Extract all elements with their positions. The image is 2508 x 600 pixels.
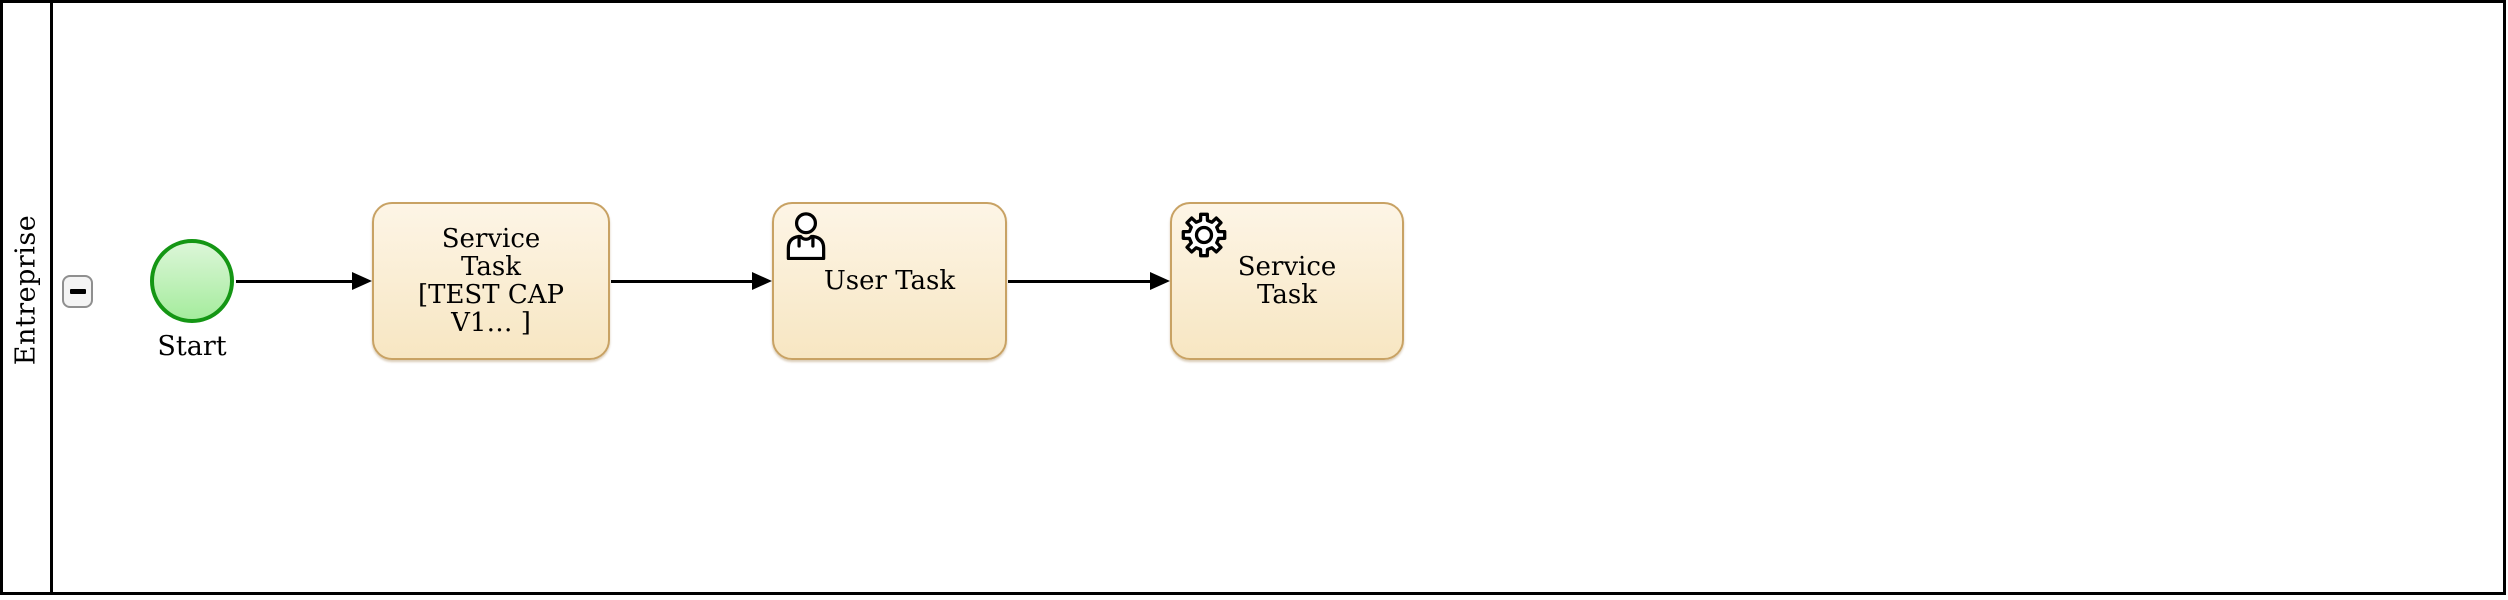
task-label-line: V1… ] (451, 308, 531, 338)
gear-icon (1181, 212, 1227, 258)
arrowhead-icon (752, 272, 772, 290)
minus-icon (69, 289, 86, 294)
task-label-line: [TEST CAP (417, 280, 565, 310)
flow-line (611, 279, 754, 283)
task-label: Service Task (1238, 253, 1337, 309)
task-label: User Task (823, 266, 956, 296)
task-user[interactable]: User Task (772, 202, 1007, 360)
sequence-flow-3 (1008, 272, 1170, 290)
start-event-label: Start (157, 331, 227, 362)
arrowhead-icon (1150, 272, 1170, 290)
user-icon (786, 212, 826, 260)
flow-line (236, 279, 354, 283)
task-label-line: Service (1237, 252, 1337, 282)
lane-collapse-button[interactable] (62, 275, 93, 308)
task-label-line: Task (461, 252, 521, 282)
sequence-flow-1 (236, 272, 372, 290)
lane-title-divider (50, 3, 53, 592)
lane-label: Entreprise (10, 214, 42, 366)
arrowhead-icon (352, 272, 372, 290)
sequence-flow-2 (611, 272, 772, 290)
task-label-line: Service (441, 224, 541, 254)
flow-line (1008, 279, 1152, 283)
start-event[interactable] (150, 239, 234, 323)
task-label: Service Task [TEST CAP V1… ] (418, 225, 564, 337)
task-service-2[interactable]: Service Task (1170, 202, 1404, 360)
task-service-1[interactable]: Service Task [TEST CAP V1… ] (372, 202, 610, 360)
task-label-line: Task (1257, 280, 1317, 310)
